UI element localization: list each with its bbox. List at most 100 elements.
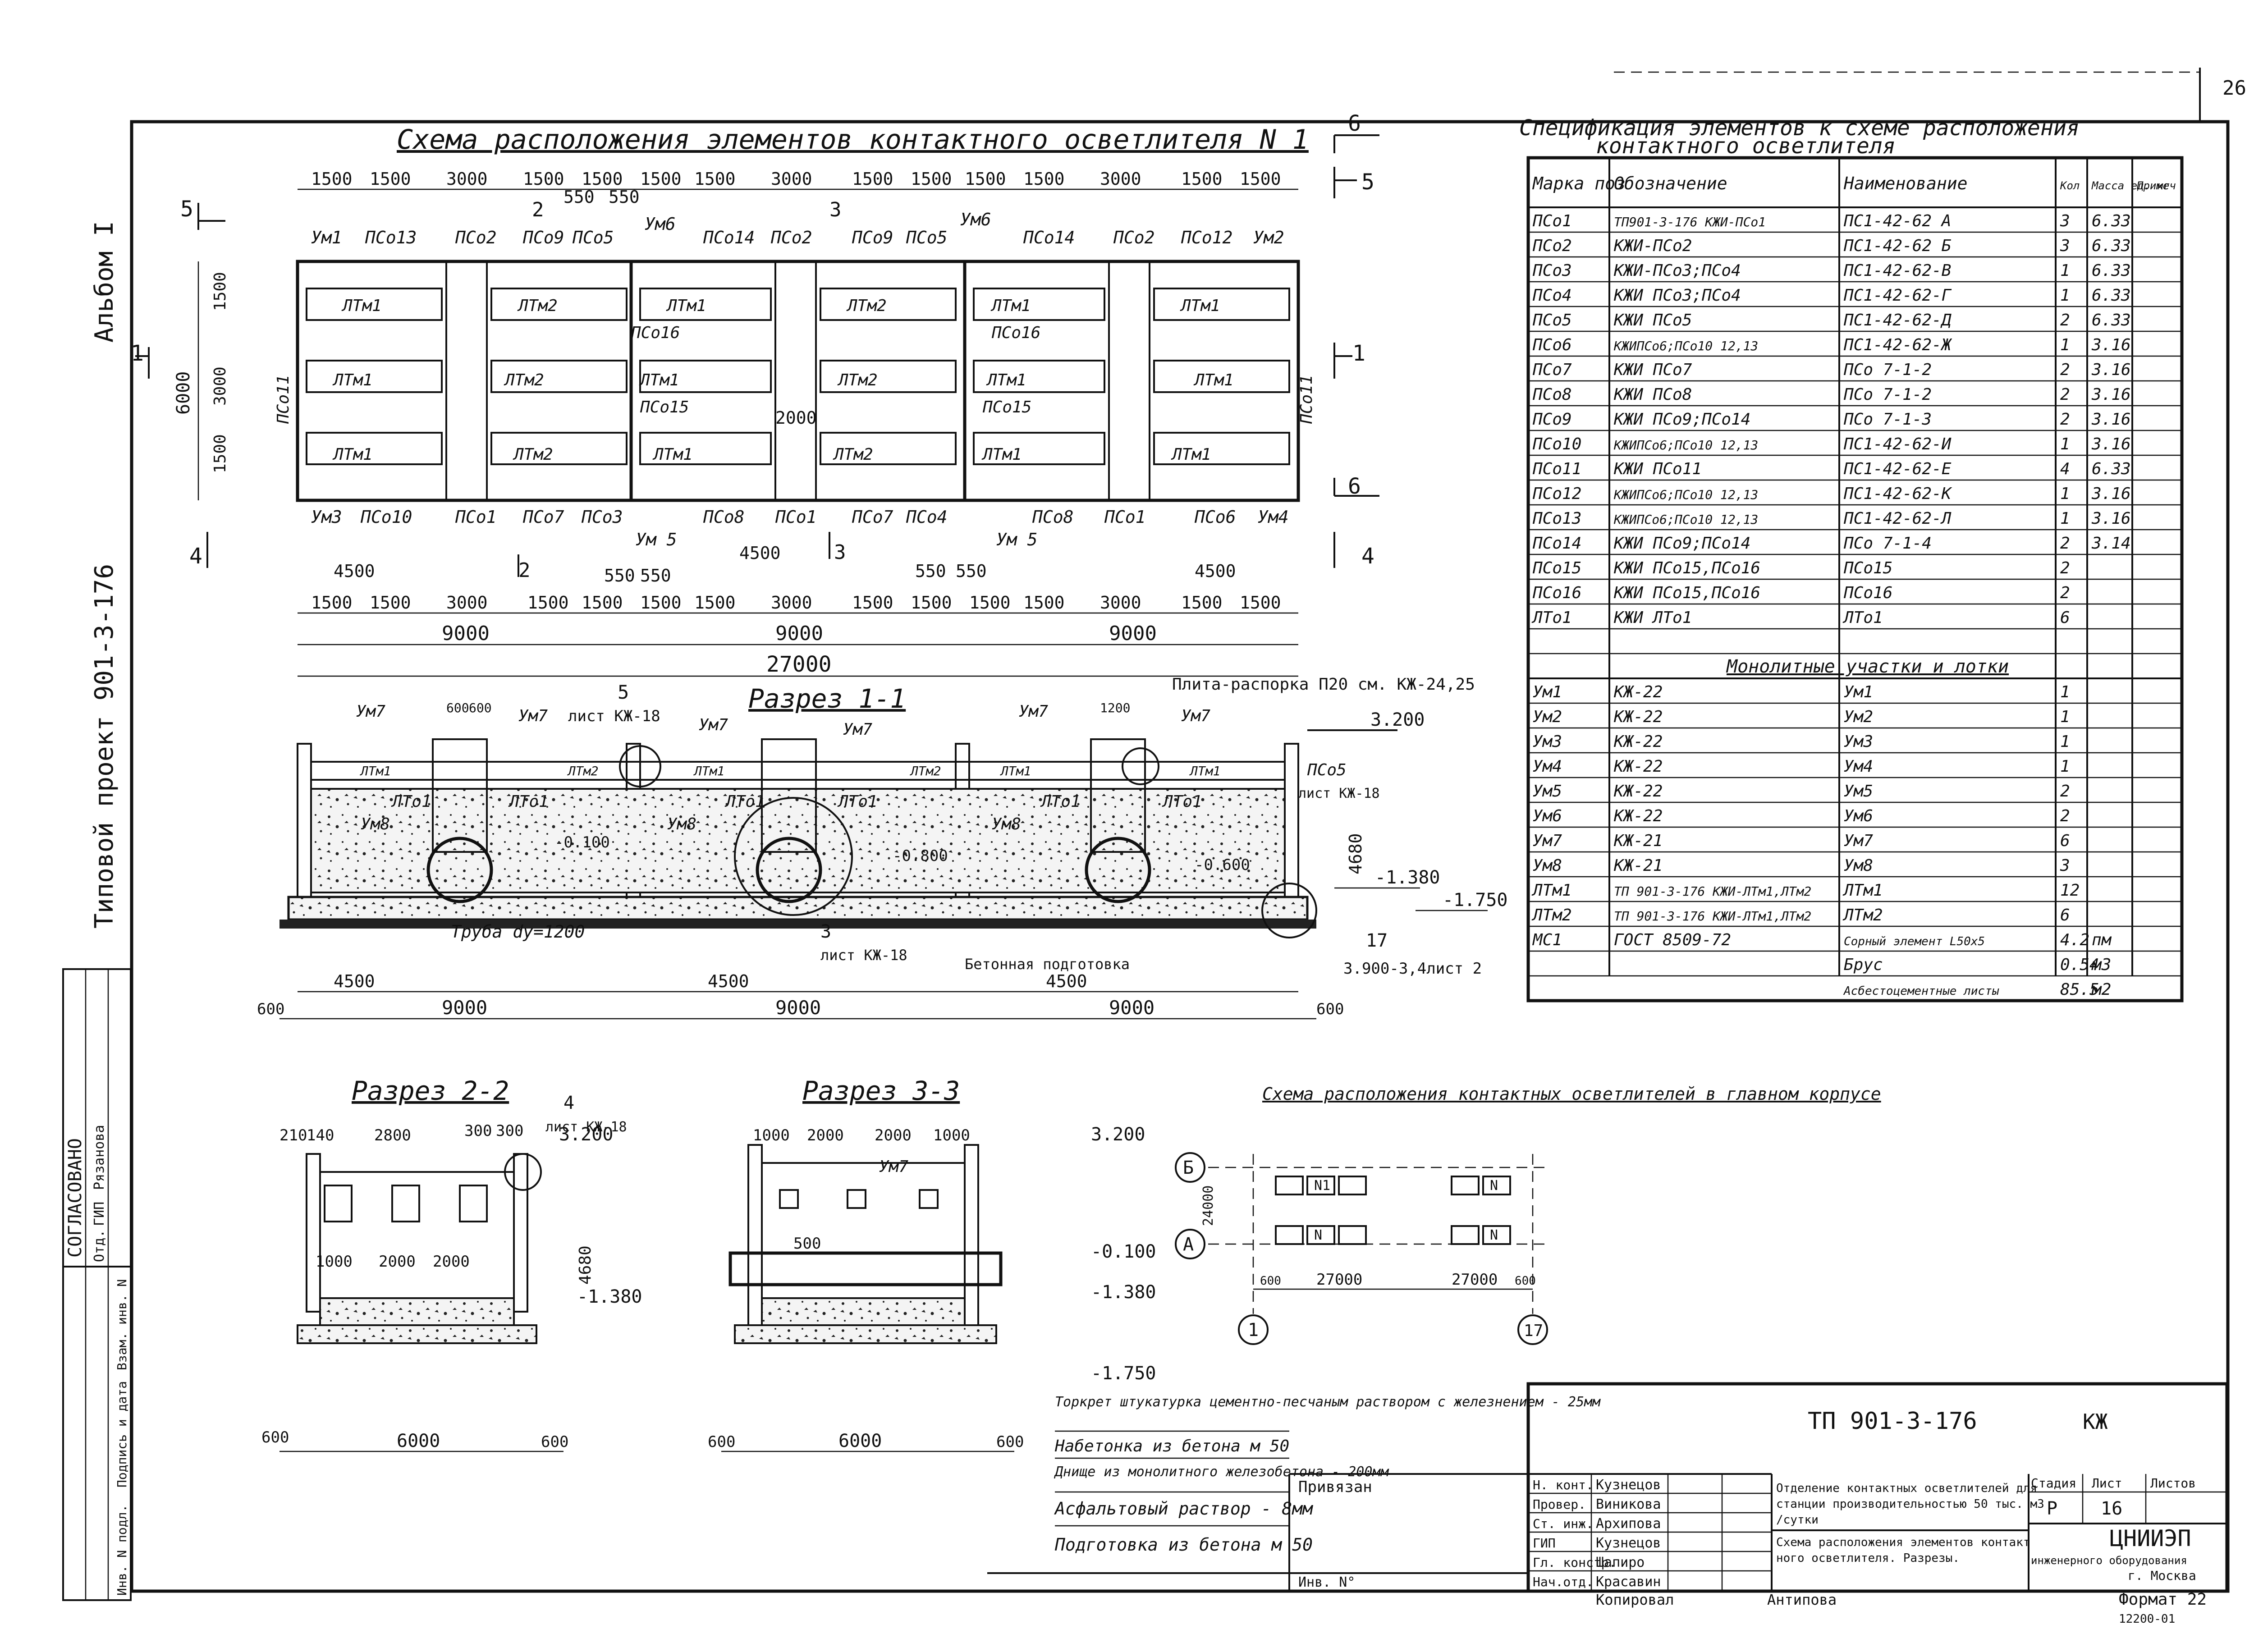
legend-1: Набетонка из бетона м 50 [1054,1437,1289,1455]
approval-col2: Рязанова [92,1125,107,1190]
svg-text:1000: 1000 [933,1126,970,1144]
spec-cell: 2 [2060,584,2070,602]
spec-cell: КЖИПСо6;ПСо10 12,13 [1613,512,1758,527]
section-11-elev-0800: -0.800 [893,847,948,865]
svg-text:1500: 1500 [911,169,952,189]
stamp-name: Кузнецов [1596,1477,1661,1493]
svg-text:ЛТо1: ЛТо1 [1040,792,1081,811]
spec2-cell: Ум1 [1844,683,1873,701]
spec-cell: ПСо11 [1532,460,1581,478]
stamp-name: Архипова [1596,1516,1661,1532]
svg-text:1500: 1500 [694,593,736,613]
album-label: Альбом I [90,221,119,343]
section-22-elev-top: 3.200 [559,1124,613,1145]
spec-cell: 2 [2060,410,2070,429]
svg-text:ЛТм1: ЛТм1 [666,297,706,315]
svg-text:ПСо7: ПСо7 [522,507,564,527]
svg-text:ЛТм2: ЛТм2 [846,297,887,315]
section-11-list3: лист КЖ-18 [1298,786,1380,801]
svg-text:140: 140 [307,1126,334,1144]
svg-text:1500: 1500 [370,169,411,189]
section-33-label: Ум7 [879,1158,908,1176]
spec-header-3: Кол [2060,179,2080,192]
svg-text:ПСо5: ПСо5 [1307,761,1347,779]
spec-cell: 3.16 [2091,509,2131,528]
svg-text:ПСо13: ПСо13 [365,228,417,247]
stamp-copied: Копировал [1596,1591,1674,1608]
spec2-cell: 12 [2060,881,2080,900]
spec-cell: ПСо4 [1532,286,1572,305]
spec2-cell: КЖ-21 [1613,856,1663,875]
layout-dim-height: 24000 [1200,1185,1216,1226]
svg-text:ПСо9: ПСо9 [522,228,564,247]
approval-col0: Отд. [92,1230,107,1262]
stamp-desc2: Схема расположения элементов контакт [1776,1536,2030,1549]
section-mark-3-top: 3 [829,198,842,221]
stamp-role: Ст. инж. [1533,1516,1594,1531]
spec-cell: 6 [2060,609,2070,627]
svg-text:ЛТм1: ЛТм1 [652,445,693,464]
svg-text:Ум8: Ум8 [667,815,696,833]
spec2-cell: КЖ-22 [1613,807,1663,825]
spec-cell: ПС1-42-62-К [1843,485,1952,503]
spec-cell: 1 [2060,286,2070,305]
svg-text:3000: 3000 [446,593,488,613]
svg-text:ПСо2: ПСо2 [1113,228,1155,247]
section-mark-5-left: 5 [180,197,193,222]
svg-text:1500: 1500 [1240,593,1281,613]
svg-text:ЛТм1: ЛТм1 [1189,764,1220,778]
svg-text:ЛТм1: ЛТм1 [360,764,391,778]
svg-text:ЛТм1: ЛТм1 [639,371,679,389]
svg-text:4500: 4500 [1046,971,1087,991]
spec2-cell: Ум4 [1533,757,1562,776]
spec-cell: КЖИ ПСо11 [1613,460,1702,478]
span-dim-3: 9000 [1109,622,1157,645]
svg-text:Ум7: Ум7 [356,702,385,721]
spec2-cell: Ум1 [1533,683,1562,701]
section-11-elev-1750: -1.750 [1443,890,1508,911]
section-11-plate: Плита-распорка П20 см. КЖ-24,25 [1172,675,1475,694]
svg-text:ЛТм1: ЛТм1 [990,297,1031,315]
svg-text:4500: 4500 [334,971,375,991]
section-11-span-dims: 9000 9000 9000 600 600 600 600 1200 [257,700,1344,1019]
spec2-cell: ЛТм1 [1842,881,1883,900]
spec-cell: ПСо10 [1532,435,1581,453]
spec-cell: 3.16 [2091,410,2131,429]
spec2-cell: Ум3 [1533,732,1562,751]
spec-cell: ПСо15 [1843,559,1892,577]
svg-text:1500: 1500 [640,593,682,613]
svg-text:Ум8: Ум8 [992,815,1021,833]
spec-header-0: Марка поз [1532,174,1626,193]
layout-scheme: Схема расположения контактных осветлител… [1175,1084,1881,1345]
plan-height-1: 1500 [211,272,229,311]
spec2-cell: КЖ-22 [1613,732,1663,751]
svg-text:ЛТм2: ЛТм2 [910,764,941,778]
spec-cell: КЖИ ПСо9;ПСо14 [1613,410,1750,429]
svg-text:ЛТм1: ЛТм1 [1193,371,1234,389]
svg-text:2000: 2000 [433,1253,470,1271]
spec-cell: 6.33 [2092,286,2131,305]
section-11-height: 4680 [1346,833,1365,874]
svg-text:ПСо5: ПСо5 [906,228,948,247]
legend-0: Торкрет штукатурка цементно-песчаным рас… [1055,1394,1601,1410]
section-22-mark: 4 [564,1093,574,1113]
approval-block: СОГЛАСОВАНО Отд. ГИП Рязанова Инв. N под… [62,968,132,1601]
approval-title: СОГЛАСОВАНО [65,1138,86,1258]
section-1-1: Разрез 1-1 5 лист КЖ-18 Плита-распорка П… [257,675,1508,1020]
stamp-desc1b: станции производительностью 50 тыс. м3 [1776,1497,2044,1511]
spec2-cell: Ум3 [1844,732,1873,751]
svg-text:ЛТм1: ЛТм1 [332,445,373,464]
section-11-title: Разрез 1-1 [748,683,906,714]
plan-top-labels: Ум1 ПСо13 ПСо2 ПСо9 ПСо5 Ум6 ПСо14 ПСо2 … [311,210,1284,247]
svg-text:ПСо14: ПСо14 [703,228,755,247]
